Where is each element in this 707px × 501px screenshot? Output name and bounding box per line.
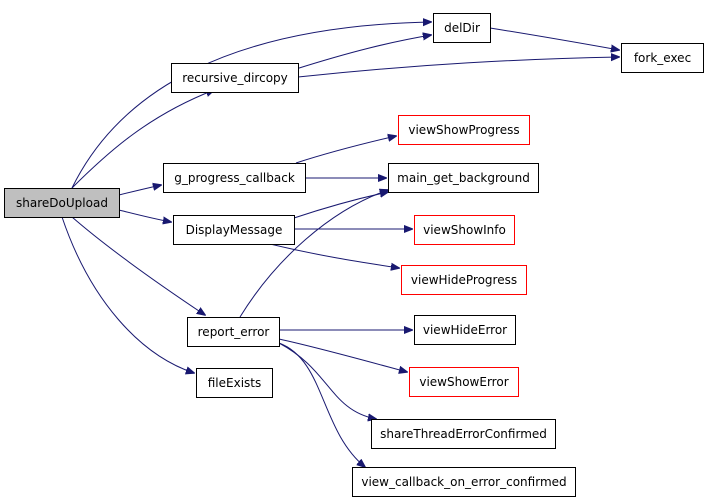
node-box[interactable] bbox=[173, 215, 295, 245]
node-label: viewHideError bbox=[423, 323, 507, 337]
node-label: viewHideProgress bbox=[411, 273, 517, 287]
node-shareThreadErrorConfirmed[interactable]: shareThreadErrorConfirmed bbox=[371, 419, 556, 449]
node-viewHideProgress[interactable]: viewHideProgress bbox=[401, 265, 527, 295]
node-box[interactable] bbox=[196, 368, 273, 398]
node-box[interactable] bbox=[398, 115, 530, 145]
edge-delDir-to-fork_exec bbox=[489, 27, 619, 50]
node-box[interactable] bbox=[433, 13, 491, 43]
node-label: recursive_dircopy bbox=[182, 71, 288, 85]
node-label: viewShowInfo bbox=[423, 223, 506, 237]
node-box[interactable] bbox=[371, 419, 556, 449]
node-DisplayMessage[interactable]: DisplayMessage bbox=[173, 215, 295, 245]
node-box[interactable] bbox=[409, 367, 519, 397]
node-box[interactable] bbox=[4, 188, 120, 218]
node-label: viewShowProgress bbox=[408, 123, 519, 137]
edge-shareDoUpload-to-report_error bbox=[71, 216, 205, 315]
node-label: fileExists bbox=[208, 376, 262, 390]
node-label: g_progress_callback bbox=[174, 171, 295, 185]
node-label: shareThreadErrorConfirmed bbox=[380, 427, 547, 441]
node-shareDoUpload[interactable]: shareDoUpload bbox=[4, 188, 120, 218]
node-box[interactable] bbox=[171, 63, 299, 93]
node-label: shareDoUpload bbox=[16, 196, 108, 210]
node-label: DisplayMessage bbox=[186, 223, 283, 237]
edge-report_error-to-viewShowError bbox=[278, 338, 407, 372]
edge-g_progress_callback-to-viewShowProgress bbox=[295, 136, 396, 164]
edge-report_error-to-main_get_background bbox=[239, 190, 388, 318]
node-recursive_dircopy[interactable]: recursive_dircopy bbox=[171, 63, 299, 93]
node-label: fork_exec bbox=[634, 51, 691, 65]
node-main_get_background[interactable]: main_get_background bbox=[388, 163, 539, 193]
edge-DisplayMessage-to-viewHideProgress bbox=[269, 243, 399, 268]
node-box[interactable] bbox=[401, 265, 527, 295]
node-view_callback_on_error_confirmed[interactable]: view_callback_on_error_confirmed bbox=[352, 467, 576, 497]
edges-layer bbox=[61, 22, 619, 467]
node-label: delDir bbox=[444, 21, 480, 35]
node-box[interactable] bbox=[187, 317, 280, 347]
edge-recursive_dircopy-to-fork_exec bbox=[297, 57, 619, 78]
edge-shareDoUpload-to-recursive_dircopy bbox=[71, 90, 214, 189]
edge-recursive_dircopy-to-delDir bbox=[295, 35, 431, 70]
edge-shareDoUpload-to-fileExists bbox=[61, 216, 194, 373]
node-viewShowInfo[interactable]: viewShowInfo bbox=[414, 215, 515, 245]
nodes-layer: shareDoUpload recursive_dircopy delDir fork… bbox=[4, 13, 704, 497]
node-box[interactable] bbox=[388, 163, 539, 193]
node-label: viewShowError bbox=[419, 375, 508, 389]
node-label: main_get_background bbox=[397, 171, 530, 185]
node-viewShowError[interactable]: viewShowError bbox=[409, 367, 519, 397]
edge-shareDoUpload-to-DisplayMessage bbox=[118, 209, 171, 222]
node-report_error[interactable]: report_error bbox=[187, 317, 280, 347]
edge-report_error-to-shareThreadErrorConfirmed bbox=[278, 342, 376, 419]
node-delDir[interactable]: delDir bbox=[433, 13, 491, 43]
node-box[interactable] bbox=[414, 215, 515, 245]
node-label: report_error bbox=[198, 325, 270, 339]
node-fork_exec[interactable]: fork_exec bbox=[621, 43, 704, 73]
node-viewHideError[interactable]: viewHideError bbox=[414, 315, 516, 345]
node-label: view_callback_on_error_confirmed bbox=[361, 475, 566, 489]
edge-report_error-to-view_callback_on_error_confirmed bbox=[278, 342, 365, 467]
node-box[interactable] bbox=[163, 163, 306, 193]
node-box[interactable] bbox=[414, 315, 516, 345]
node-box[interactable] bbox=[621, 43, 704, 73]
node-box[interactable] bbox=[352, 467, 576, 497]
node-viewShowProgress[interactable]: viewShowProgress bbox=[398, 115, 530, 145]
node-fileExists[interactable]: fileExists bbox=[196, 368, 273, 398]
edge-shareDoUpload-to-g_progress_callback bbox=[118, 185, 161, 196]
node-g_progress_callback[interactable]: g_progress_callback bbox=[163, 163, 306, 193]
